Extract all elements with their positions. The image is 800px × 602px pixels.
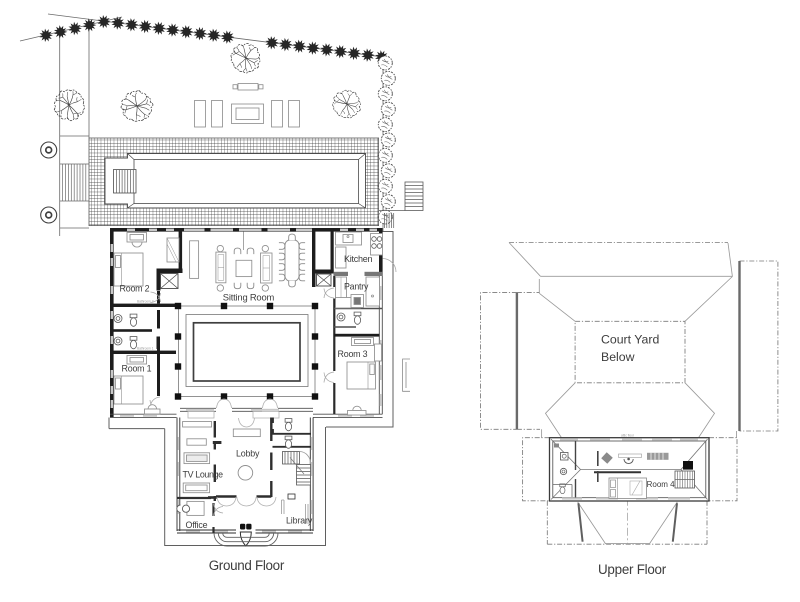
svg-text:Lobby: Lobby [236, 448, 260, 458]
svg-text:Room 2: Room 2 [120, 284, 150, 294]
svg-text:Pantry: Pantry [344, 282, 369, 292]
svg-text:Bathroom 2: Bathroom 2 [137, 300, 154, 304]
svg-text:Court Yard: Court Yard [601, 333, 659, 347]
svg-text:Room 1: Room 1 [122, 364, 152, 374]
svg-text:attic floor: attic floor [621, 433, 635, 437]
svg-text:Room 4: Room 4 [647, 480, 676, 489]
svg-text:Library: Library [286, 516, 313, 526]
svg-text:Upper Floor: Upper Floor [598, 562, 667, 577]
svg-text:TV Lounge: TV Lounge [183, 470, 224, 480]
svg-text:Office: Office [186, 520, 208, 530]
svg-text:Ground Floor: Ground Floor [209, 558, 285, 573]
svg-text:Sitting Room: Sitting Room [223, 291, 275, 302]
svg-text:Room 3: Room 3 [338, 349, 368, 359]
svg-text:Kitchen: Kitchen [344, 254, 373, 264]
svg-text:Below: Below [601, 350, 635, 364]
svg-text:Bathroom 1: Bathroom 1 [137, 347, 154, 351]
